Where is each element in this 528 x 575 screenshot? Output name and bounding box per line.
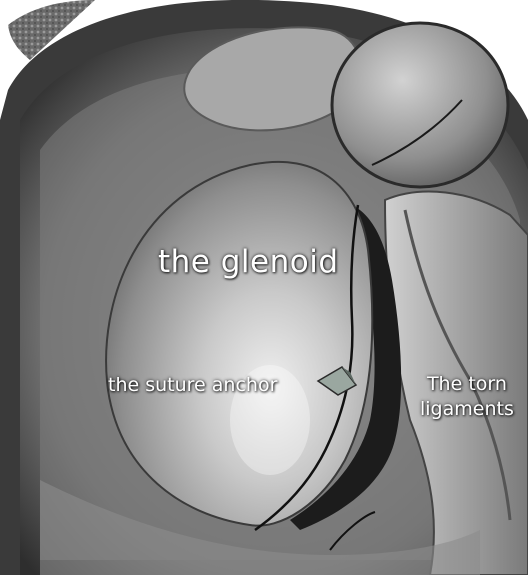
torn-label-line2: ligaments [420,397,514,422]
torn-label-line1: The torn [420,372,514,397]
glenoid-label: the glenoid [158,244,339,280]
suture-anchor-label: the suture anchor [108,374,277,396]
torn-ligaments-label: The torn ligaments [420,372,514,422]
humeral-head [332,23,508,187]
